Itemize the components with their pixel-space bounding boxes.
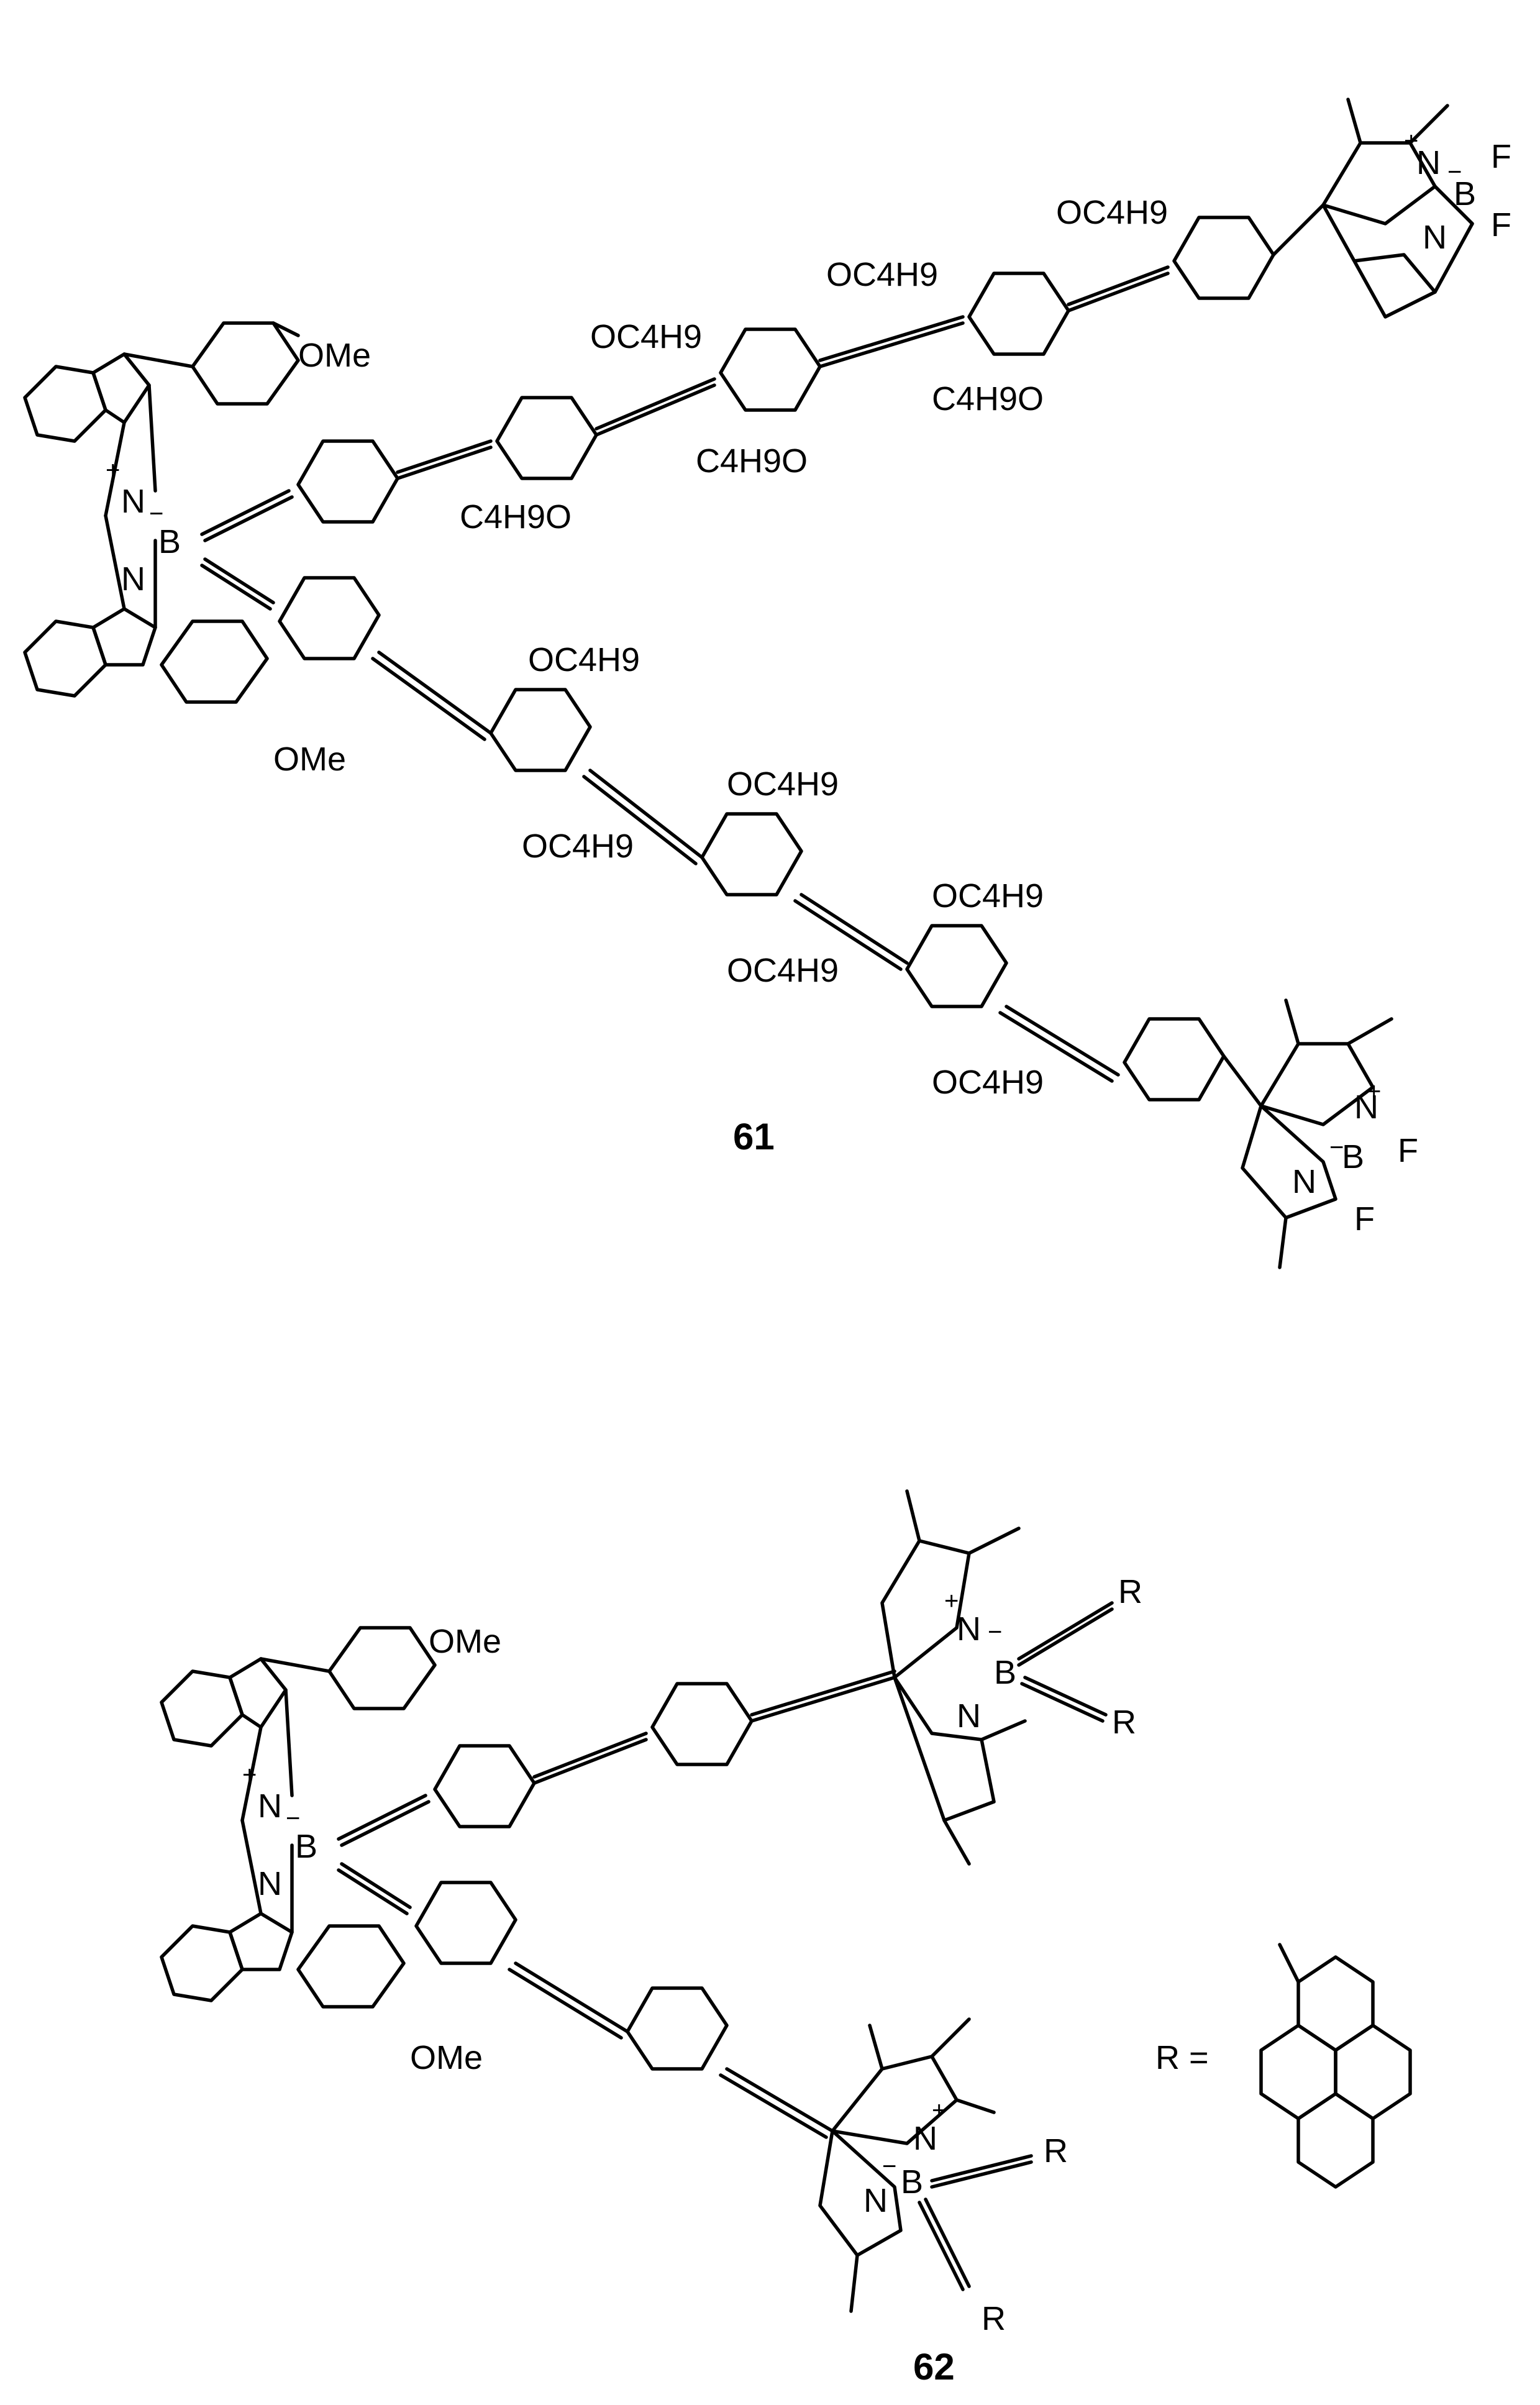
ome-label-62-bot: OMe — [410, 2039, 483, 2076]
r-label-62-top-b: R — [1112, 1704, 1136, 1741]
minus-charge-61-top: − — [1447, 158, 1462, 186]
plus-charge-62-bot: + — [932, 2097, 946, 2124]
b-label-62-top: B — [994, 1654, 1016, 1691]
oc4h9-label-61-u1: OC4H9 — [590, 318, 702, 355]
n-label-61-bot-a: N — [1354, 1088, 1378, 1126]
plus-charge-62-top: + — [944, 1587, 959, 1615]
oc4h9-label-61-l3: OC4H9 — [727, 765, 839, 803]
b-label-61-top: B — [1454, 175, 1476, 212]
n-label-62-bot-a: N — [913, 2120, 937, 2157]
plus-charge-62: + — [242, 1761, 257, 1789]
lower-oligo-arm-61 — [200, 557, 1263, 1108]
n-label-62-top-a: N — [957, 1610, 981, 1648]
plus-charge-61: + — [106, 457, 120, 484]
plus-charge-61-top: + — [1404, 127, 1418, 155]
f-label-61-top-b: F — [1491, 206, 1511, 244]
bodipy-unit-62-top — [880, 1489, 1114, 1866]
lower-arm-62 — [337, 1862, 834, 2139]
b-label-61: B — [158, 523, 181, 560]
compound-label-62: 62 — [913, 2346, 955, 2388]
minus-charge-62: − — [286, 1805, 300, 1832]
n-label-61-b: N — [121, 560, 145, 598]
oc4h9-label-61-l4: OC4H9 — [727, 952, 839, 989]
oc4h9-label-61-l2: OC4H9 — [522, 828, 634, 865]
ome-label-61-top: OMe — [298, 337, 371, 374]
isoindole-bodipy-core-62 — [160, 1626, 437, 2009]
n-label-61-bot-b: N — [1292, 1163, 1316, 1200]
n-label-61-top-b: N — [1423, 219, 1447, 256]
n-label-62-a: N — [258, 1787, 282, 1825]
f-label-61-bot-b: F — [1354, 1200, 1375, 1238]
minus-charge-62-bot: − — [882, 2153, 896, 2180]
n-label-61-top-a: N — [1416, 144, 1441, 181]
b-label-62-bot: B — [901, 2163, 923, 2201]
r-definition-label: R = — [1155, 2039, 1209, 2076]
oc4h9-label-61-l5: OC4H9 — [932, 877, 1044, 915]
upper-arm-62 — [337, 1669, 896, 1847]
r-label-62-bot-a: R — [1044, 2132, 1068, 2170]
f-label-61-bot-a: F — [1398, 1132, 1418, 1169]
ome-label-62-top: OMe — [429, 1623, 501, 1660]
r-label-62-top-a: R — [1118, 1573, 1142, 1610]
minus-charge-61-bot: − — [1329, 1134, 1344, 1161]
c4h9o-label-61-u2: C4H9O — [696, 442, 808, 480]
pyrene-substituent — [1259, 1943, 1412, 2189]
n-label-61-a: N — [121, 483, 145, 520]
bodipy-unit-61-top — [1321, 98, 1474, 319]
b-label-62: B — [295, 1828, 317, 1865]
b-label-61-bot: B — [1342, 1138, 1364, 1175]
upper-oligo-arm-61 — [200, 203, 1325, 542]
isoindole-bodipy-core-61 — [23, 321, 300, 704]
minus-charge-62-top: − — [988, 1618, 1002, 1646]
c4h9o-label-61-u3: C4H9O — [932, 380, 1044, 418]
n-label-62-b: N — [258, 1865, 282, 1902]
oc4h9-label-61-l6: OC4H9 — [932, 1064, 1044, 1101]
n-label-62-bot-b: N — [863, 2182, 888, 2219]
compound-62: OMe OMe N N B + − — [160, 1489, 1412, 2388]
compound-label-61: 61 — [733, 1116, 775, 1157]
ome-label-61-bot: OMe — [273, 741, 346, 778]
oc4h9-label-61-u3: OC4H9 — [1056, 194, 1168, 231]
bodipy-unit-61-bottom — [1241, 998, 1393, 1269]
c4h9o-label-61-u1: C4H9O — [460, 498, 572, 536]
minus-charge-61: − — [149, 500, 163, 527]
f-label-61-top-a: F — [1491, 138, 1511, 175]
r-label-62-bot-b: R — [982, 2300, 1006, 2337]
compound-61: OMe OMe N N B + − OC4H9 C4H9O OC4H9 — [23, 98, 1511, 1269]
oc4h9-label-61-l1: OC4H9 — [528, 641, 640, 678]
n-label-62-top-b: N — [957, 1697, 981, 1735]
plus-charge-61-bot: + — [1367, 1078, 1381, 1105]
oc4h9-label-61-u2: OC4H9 — [826, 256, 938, 293]
bodipy-unit-62-bottom — [818, 2017, 1033, 2313]
